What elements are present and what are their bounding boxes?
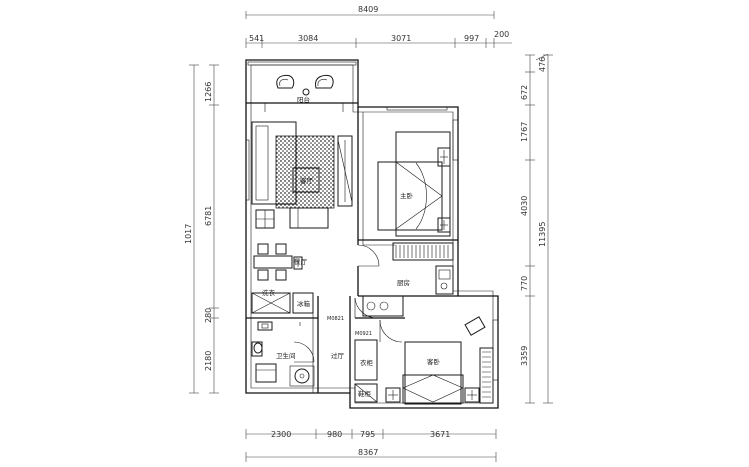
right-dimension-lines: [525, 53, 553, 404]
door-code-2: M0921: [355, 331, 372, 337]
top-dimension-3: 3071: [391, 34, 411, 43]
top-dimension-1: 541: [249, 34, 264, 43]
balcony-furniture: [276, 74, 334, 96]
top-dimension-5: 200: [494, 30, 509, 39]
right-dimension-3359: 3359: [520, 346, 529, 366]
room-label-master-bedroom: 主卧: [400, 191, 414, 200]
right-dimension-770: 770: [520, 276, 529, 291]
room-label-guest-bedroom: 客卧: [427, 357, 441, 366]
left-dimension-2180: 2180: [204, 351, 213, 371]
bottom-dimension-980: 980: [327, 430, 342, 439]
door-code-1: M0821: [327, 316, 344, 322]
room-label-dining: 餐厅: [294, 257, 308, 266]
bottom-dimension-795: 795: [360, 430, 375, 439]
room-label-fridge: 冰箱: [297, 299, 311, 308]
room-label-kitchen: 厨房: [397, 278, 410, 287]
left-dimension-1266: 1266: [204, 82, 213, 102]
bottom-dimension-2300: 2300: [271, 430, 291, 439]
bottom-dimension-lines: [245, 429, 497, 462]
top-total-dimension: 8409: [358, 5, 378, 14]
right-dimension-672: 672: [520, 85, 529, 100]
room-label-balcony: 阳台: [297, 95, 310, 104]
door-swings: [293, 244, 403, 363]
master-bedroom-furniture: [377, 131, 454, 261]
top-dimension-4: 997: [464, 34, 479, 43]
dining-furniture: [253, 243, 303, 281]
entry-cabinets: [354, 339, 378, 403]
right-dimension-11395: 11395: [538, 222, 547, 247]
living-room-furniture: [251, 121, 353, 229]
right-dimension-476: 476: [538, 57, 547, 72]
room-label-shoe-cabinet: 鞋柜: [358, 389, 372, 398]
right-dimension-1767: 1767: [520, 122, 529, 142]
bathroom-fixtures: [251, 321, 315, 387]
laundry-area: [251, 292, 314, 314]
bottom-total-dimension: 8367: [358, 448, 378, 457]
right-dimension-4030: 4030: [520, 196, 529, 216]
kitchen-furniture: [362, 265, 454, 317]
walls: [245, 59, 499, 409]
top-dimension-2: 3084: [298, 34, 318, 43]
left-dimension-6781: 6781: [204, 206, 213, 226]
guest-bedroom-furniture: [385, 316, 494, 405]
left-dimension-1017: 1017: [184, 224, 193, 244]
room-label-bathroom: 卫生间: [276, 351, 296, 360]
room-label-corridor: 过厅: [331, 351, 345, 360]
left-dimension-lines: [189, 64, 219, 394]
bottom-dimension-3671: 3671: [430, 430, 450, 439]
room-label-living: 客厅: [300, 176, 314, 185]
room-label-wardrobe: 衣柜: [360, 358, 374, 367]
room-label-laundry: 洗衣: [262, 288, 276, 297]
top-dimension-lines: [245, 11, 512, 48]
left-dimension-280: 280: [204, 308, 213, 323]
